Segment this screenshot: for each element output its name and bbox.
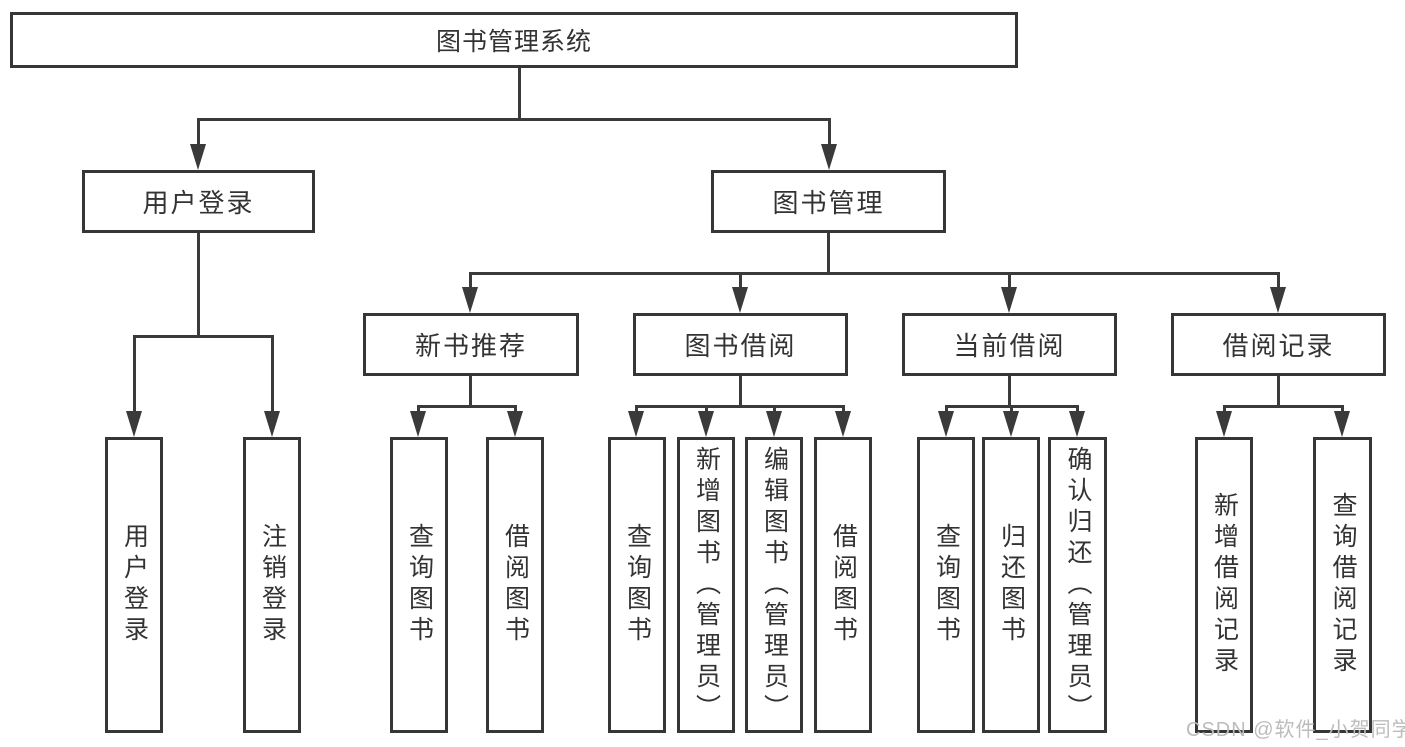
connector-line xyxy=(417,405,517,408)
leaf-label: 归还图书 xyxy=(997,523,1026,647)
leaf-user-login: 用户登录 xyxy=(105,437,163,733)
node-label: 借阅记录 xyxy=(1222,331,1335,361)
connector-line xyxy=(197,118,200,148)
arrow-down-icon xyxy=(1270,287,1286,313)
connector-line xyxy=(739,376,742,405)
node-book-management: 图书管理 xyxy=(711,170,946,233)
leaf-confirm-return-admin: 确认归还（管理员） xyxy=(1048,437,1107,733)
connector-line xyxy=(773,405,776,415)
node-book-borrow: 图书借阅 xyxy=(633,313,848,376)
connector-line xyxy=(518,68,521,120)
node-user-login: 用户登录 xyxy=(82,170,315,233)
connector-line xyxy=(133,335,136,415)
csdn-watermark: CSDN @软件_小贺同学 xyxy=(1186,719,1405,741)
connector-line xyxy=(1008,272,1011,292)
leaf-query-books-borrow: 查询图书 xyxy=(608,437,666,733)
node-label: 图书借阅 xyxy=(684,331,797,361)
leaf-add-book-admin: 新增图书（管理员） xyxy=(677,437,735,733)
connector-line xyxy=(417,405,420,415)
leaf-query-books-current: 查询图书 xyxy=(917,437,975,733)
arrow-down-icon xyxy=(190,144,206,170)
leaf-label: 注销登录 xyxy=(258,523,287,647)
arrow-down-icon xyxy=(1001,287,1017,313)
node-new-book-recommend: 新书推荐 xyxy=(363,313,579,376)
arrow-down-icon xyxy=(766,411,782,437)
connector-line xyxy=(197,233,200,335)
arrow-down-icon xyxy=(1069,411,1085,437)
connector-line xyxy=(945,405,948,415)
leaf-label: 查询图书 xyxy=(932,523,961,647)
connector-line xyxy=(271,335,274,415)
node-borrow-records: 借阅记录 xyxy=(1171,313,1386,376)
leaf-label: 查询图书 xyxy=(405,523,434,647)
arrow-down-icon xyxy=(507,411,523,437)
connector-line xyxy=(827,233,830,272)
connector-line xyxy=(469,272,472,292)
connector-line xyxy=(739,272,742,292)
connector-line xyxy=(469,272,1280,275)
connector-line xyxy=(1010,405,1013,415)
connector-line xyxy=(1277,272,1280,292)
connector-line xyxy=(1341,405,1344,415)
leaf-label: 查询借阅记录 xyxy=(1329,492,1357,678)
leaf-edit-book-admin: 编辑图书（管理员） xyxy=(745,437,803,733)
connector-line xyxy=(514,405,517,415)
arrow-down-icon xyxy=(1334,411,1350,437)
arrow-down-icon xyxy=(264,411,280,437)
node-label: 用户登录 xyxy=(142,188,255,218)
arrow-down-icon xyxy=(938,411,954,437)
leaf-add-borrow-record: 新增借阅记录 xyxy=(1195,437,1253,733)
connector-line xyxy=(197,118,831,121)
connector-line xyxy=(469,376,472,405)
leaf-logout: 注销登录 xyxy=(243,437,301,733)
leaf-label: 新增借阅记录 xyxy=(1210,492,1239,678)
node-library-system: 图书管理系统 xyxy=(10,12,1018,68)
connector-line xyxy=(842,405,845,415)
node-label: 新书推荐 xyxy=(414,331,527,361)
node-label: 当前借阅 xyxy=(953,331,1066,361)
connector-line xyxy=(1223,405,1226,415)
arrow-down-icon xyxy=(126,411,142,437)
leaf-borrow-books: 借阅图书 xyxy=(814,437,872,733)
arrow-down-icon xyxy=(628,411,644,437)
leaf-query-books-recommend: 查询图书 xyxy=(390,437,448,733)
node-label: 图书管理 xyxy=(772,188,885,218)
arrow-down-icon xyxy=(821,144,837,170)
connector-line xyxy=(1008,376,1011,405)
leaf-label: 查询图书 xyxy=(623,523,652,647)
arrow-down-icon xyxy=(1216,411,1232,437)
connector-line xyxy=(133,335,274,338)
arrow-down-icon xyxy=(410,411,426,437)
arrow-down-icon xyxy=(698,411,714,437)
arrow-down-icon xyxy=(835,411,851,437)
leaf-label: 确认归还（管理员） xyxy=(1064,445,1092,725)
leaf-label: 借阅图书 xyxy=(829,523,858,647)
arrow-down-icon xyxy=(1003,411,1019,437)
connector-line xyxy=(705,405,708,415)
leaf-label: 借阅图书 xyxy=(501,523,530,647)
connector-line xyxy=(635,405,844,408)
connector-line xyxy=(1076,405,1079,415)
leaf-query-borrow-record: 查询借阅记录 xyxy=(1313,437,1372,733)
connector-line xyxy=(635,405,638,415)
leaf-return-book: 归还图书 xyxy=(982,437,1040,733)
leaf-label: 编辑图书（管理员） xyxy=(760,445,789,725)
leaf-label: 用户登录 xyxy=(120,523,149,647)
leaf-label: 新增图书（管理员） xyxy=(692,445,721,725)
node-current-borrow: 当前借阅 xyxy=(902,313,1117,376)
connector-line xyxy=(828,118,831,148)
node-label: 图书管理系统 xyxy=(435,28,592,56)
arrow-down-icon xyxy=(732,287,748,313)
connector-line xyxy=(1223,405,1343,408)
connector-line xyxy=(1277,376,1280,405)
leaf-borrow-books-recommend: 借阅图书 xyxy=(486,437,544,733)
arrow-down-icon xyxy=(462,287,478,313)
